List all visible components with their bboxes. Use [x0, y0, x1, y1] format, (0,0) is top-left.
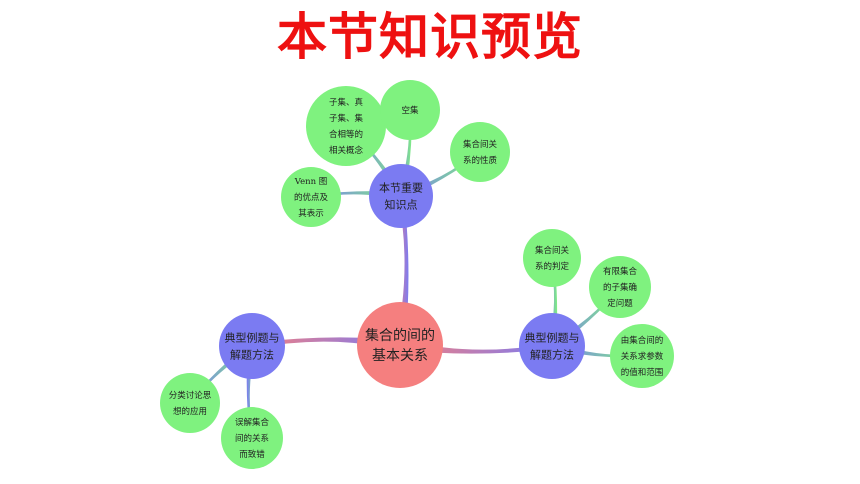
leaf-node-right-2-label-line: 由集合间的: [621, 335, 664, 346]
leaf-node-top-2: [380, 80, 440, 140]
leaf-node-right-2-label-line: 的值和范围: [621, 367, 664, 378]
leaf-node-top-0: [281, 167, 341, 227]
leaf-node-right-2-label: 由集合间的关系求参数的值和范围: [621, 335, 664, 378]
hub-node-top-label: 本节重要知识点: [379, 180, 423, 211]
leaf-node-left-1-label-line: 间的关系: [235, 433, 269, 444]
leaf-node-right-1-label-line: 的子集确: [603, 282, 637, 293]
leaf-node-top-0-label-line: 的优点及: [294, 192, 329, 203]
hub-node-left-label-line: 解题方法: [230, 347, 274, 361]
hub-node-top-label-line: 知识点: [385, 197, 418, 211]
leaf-node-top-1: [306, 86, 386, 166]
leaf-node-top-1-label: 子集、真子集、集合相等的相关概念: [329, 97, 364, 156]
leaf-node-top-1-label-line: 合相等的: [329, 129, 363, 140]
leaf-node-right-0-label-line: 系的判定: [535, 261, 570, 272]
center-node: [357, 302, 443, 388]
leaf-node-left-1-label-line: 误解集合: [235, 417, 270, 428]
center-node-label: 集合的间的基本关系: [365, 327, 435, 364]
leaf-node-right-1-label-line: 有限集合: [603, 266, 638, 277]
leaf-node-right-0-label: 集合间关系的判定: [535, 245, 570, 272]
leaf-node-top-1-label-line: 子集、集: [329, 113, 364, 124]
hub-node-right-label-line: 典型例题与: [525, 330, 580, 344]
leaf-node-top-3-label-line: 集合间关: [463, 139, 498, 150]
center-node-label-line: 基本关系: [372, 347, 428, 364]
leaf-node-top-1-label-line: 子集、真: [329, 97, 364, 108]
hub-node-left-label-line: 典型例题与: [225, 330, 280, 344]
leaf-node-left-0-label-line: 分类讨论思: [169, 390, 212, 401]
leaf-node-right-0-label-line: 集合间关: [535, 245, 570, 256]
hub-node-left: [219, 313, 285, 379]
leaf-node-left-1-label-line: 而致错: [239, 449, 265, 460]
leaf-node-top-3: [450, 122, 510, 182]
leaf-node-right-0: [523, 229, 581, 287]
hub-node-right-label: 典型例题与解题方法: [525, 330, 580, 361]
leaf-node-top-2-label: 空集: [401, 105, 419, 116]
leaf-node-left-1: [221, 407, 283, 469]
leaf-node-top-3-label-line: 系的性质: [463, 155, 498, 166]
leaf-node-right-1: [589, 256, 651, 318]
leaf-node-right-1-label-line: 定问题: [607, 298, 633, 309]
hub-node-left-label: 典型例题与解题方法: [225, 330, 280, 361]
leaf-node-left-0-label: 分类讨论思想的应用: [169, 390, 212, 417]
leaf-node-right-1-label: 有限集合的子集确定问题: [603, 266, 638, 309]
leaf-node-top-3-label: 集合间关系的性质: [463, 139, 498, 166]
leaf-node-top-0-label: Venn 图的优点及其表示: [294, 177, 329, 219]
leaf-node-top-0-label-line: Venn 图: [294, 177, 328, 187]
leaf-node-right-2-label-line: 关系求参数: [621, 351, 664, 362]
leaf-node-top-0-label-line: 其表示: [298, 208, 324, 219]
hub-node-top-label-line: 本节重要: [379, 180, 423, 194]
leaf-node-top-1-label-line: 相关概念: [329, 145, 364, 156]
hub-node-top: [369, 164, 433, 228]
hub-node-right: [519, 313, 585, 379]
leaf-node-left-0-label-line: 想的应用: [173, 406, 207, 417]
leaf-node-top-2-label-line: 空集: [401, 105, 419, 116]
leaf-node-left-1-label: 误解集合间的关系而致错: [235, 417, 270, 460]
leaf-node-left-0: [160, 373, 220, 433]
center-node-label-line: 集合的间的: [365, 327, 435, 344]
leaf-node-right-2: [610, 324, 674, 388]
hub-node-right-label-line: 解题方法: [530, 347, 574, 361]
page-title: 本节知识预览: [277, 8, 583, 66]
